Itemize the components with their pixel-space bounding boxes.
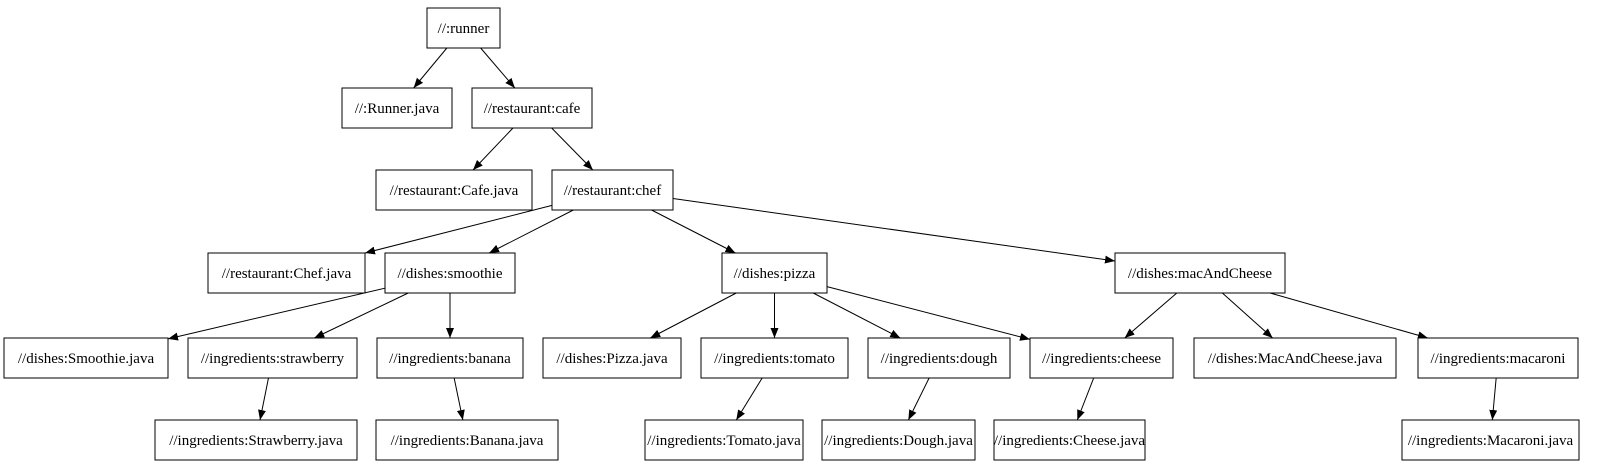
node-box-dough [867,337,1011,379]
node-dough: //ingredients:dough [867,337,1011,379]
node-label-mac_java: //dishes:MacAndCheese.java [1208,351,1383,367]
node-label-banana_java: //ingredients:Banana.java [391,433,544,449]
node-label-tomato: //ingredients:tomato [714,351,835,367]
node-box-pizza [721,252,828,294]
node-label-macaroni: //ingredients:macaroni [1431,351,1566,367]
node-box-cafe_java [375,169,533,211]
edge-cheese-to-cheese_java [1076,377,1095,421]
node-label-tomato_java: //ingredients:Tomato.java [647,433,801,449]
node-strawberry: //ingredients:strawberry [187,337,358,379]
node-box-mac_java [1193,337,1397,379]
node-box-mac [1114,252,1286,294]
node-pizza_java: //dishes:Pizza.java [542,337,682,379]
node-box-chef_java [207,252,366,294]
node-label-pizza_java: //dishes:Pizza.java [556,351,668,367]
node-mac: //dishes:macAndCheese [1114,252,1286,294]
node-box-cafe [471,87,593,129]
edge-runner-to-runner_java [413,47,448,89]
edge-mac-to-mac_java [1222,292,1273,339]
node-label-chef_java: //restaurant:Chef.java [222,266,352,282]
edge-smoothie-to-strawberry [314,292,409,339]
node-cafe_java: //restaurant:Cafe.java [375,169,533,211]
edge-banana-to-banana_java [453,377,465,421]
node-label-dough_java: //ingredients:Dough.java [824,433,973,449]
node-smoothie_java: //dishes:Smoothie.java [3,337,169,379]
node-tomato: //ingredients:tomato [700,337,849,379]
node-label-macaroni_java: //ingredients:Macaroni.java [1408,433,1574,449]
node-mac_java: //dishes:MacAndCheese.java [1193,337,1397,379]
edge-pizza-to-cheese [826,286,1031,341]
node-smoothie: //dishes:smoothie [384,252,516,294]
node-box-banana_java [375,419,559,461]
node-runner: //:runner [426,7,501,49]
node-label-strawberry_java: //ingredients:Strawberry.java [169,433,343,449]
node-label-cafe: //restaurant:cafe [484,101,581,117]
node-box-strawberry_java [154,419,358,461]
node-box-dough_java [821,419,976,461]
node-macaroni_java: //ingredients:Macaroni.java [1401,419,1580,461]
node-runner_java: //:Runner.java [341,87,453,129]
edge-strawberry-to-strawberry_java [258,377,269,421]
node-box-smoothie_java [3,337,169,379]
edge-cafe-to-chef [551,127,594,171]
node-box-tomato [700,337,849,379]
node-label-smoothie: //dishes:smoothie [398,266,503,282]
node-box-cheese [1029,337,1174,379]
node-macaroni: //ingredients:macaroni [1417,337,1579,379]
edge-pizza-to-pizza_java [650,292,737,339]
node-box-pizza_java [542,337,682,379]
node-banana_java: //ingredients:Banana.java [375,419,559,461]
node-box-runner [426,7,501,49]
edges-layer [167,47,1498,421]
edge-tomato-to-tomato_java [735,377,763,421]
node-chef: //restaurant:chef [551,169,674,211]
node-label-smoothie_java: //dishes:Smoothie.java [18,351,155,367]
node-label-chef: //restaurant:chef [564,183,661,199]
node-pizza: //dishes:pizza [721,252,828,294]
node-cheese: //ingredients:cheese [1029,337,1174,379]
edge-mac-to-macaroni [1269,292,1429,340]
node-label-cheese: //ingredients:cheese [1042,351,1161,367]
edge-chef-to-pizza [651,209,736,254]
node-strawberry_java: //ingredients:Strawberry.java [154,419,358,461]
node-box-macaroni_java [1401,419,1580,461]
edge-dough-to-dough_java [907,377,930,421]
edge-chef-to-mac [672,198,1116,264]
node-label-strawberry: //ingredients:strawberry [201,351,345,367]
edge-runner-to-cafe [480,47,516,89]
edge-mac-to-cheese [1124,292,1178,339]
node-box-banana [376,337,524,379]
node-label-banana: //ingredients:banana [389,351,511,367]
edge-chef-to-smoothie [488,209,574,254]
node-cafe: //restaurant:cafe [471,87,593,129]
node-label-runner: //:runner [438,21,490,37]
node-label-mac: //dishes:macAndCheese [1128,266,1272,282]
node-label-cafe_java: //restaurant:Cafe.java [390,183,519,199]
node-banana: //ingredients:banana [376,337,524,379]
node-label-runner_java: //:Runner.java [355,101,440,117]
node-box-cheese_java [993,419,1146,461]
node-tomato_java: //ingredients:Tomato.java [644,419,804,461]
node-box-chef [551,169,674,211]
nodes-layer: //:runner //:Runner.java //restaurant:cafe… [3,7,1580,461]
node-chef_java: //restaurant:Chef.java [207,252,366,294]
node-dough_java: //ingredients:Dough.java [821,419,976,461]
edge-macaroni-to-macaroni_java [1489,377,1498,421]
node-box-runner_java [341,87,453,129]
node-box-macaroni [1417,337,1579,379]
node-box-smoothie [384,252,516,294]
node-label-dough: //ingredients:dough [881,351,998,367]
node-cheese_java: //ingredients:Cheese.java [993,419,1146,461]
node-box-tomato_java [644,419,804,461]
node-label-cheese_java: //ingredients:Cheese.java [994,433,1146,449]
edge-pizza-to-dough [812,292,901,339]
edge-cafe-to-cafe_java [472,127,514,171]
node-label-pizza: //dishes:pizza [734,266,816,282]
edge-smoothie-to-smoothie_java [167,287,386,341]
node-box-strawberry [187,337,358,379]
edge-chef-to-chef_java [364,204,553,255]
